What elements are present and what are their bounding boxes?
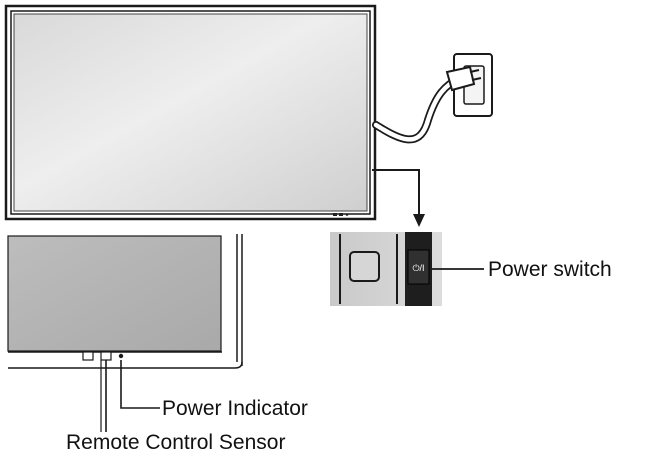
remote-control-sensor-label: Remote Control Sensor <box>66 431 285 454</box>
zoom-screen <box>7 235 222 352</box>
remote-sensor-icon <box>82 351 112 361</box>
button-square <box>349 251 380 282</box>
power-switch-icon[interactable]: ⏻/I <box>407 249 430 285</box>
power-plug-icon <box>445 65 482 92</box>
display-screen <box>13 13 368 212</box>
power-indicator-label: Power Indicator <box>162 397 308 420</box>
power-switch-glyph: ⏻/I <box>412 263 424 273</box>
switch-pointer-arrow <box>372 169 425 227</box>
power-switch-label: Power switch <box>488 258 612 281</box>
power-led-icon <box>118 353 124 359</box>
power-indicator-leader <box>120 360 160 409</box>
display-bottom-zoom <box>7 234 243 369</box>
power-cord <box>372 74 464 144</box>
display-panel <box>4 4 377 221</box>
